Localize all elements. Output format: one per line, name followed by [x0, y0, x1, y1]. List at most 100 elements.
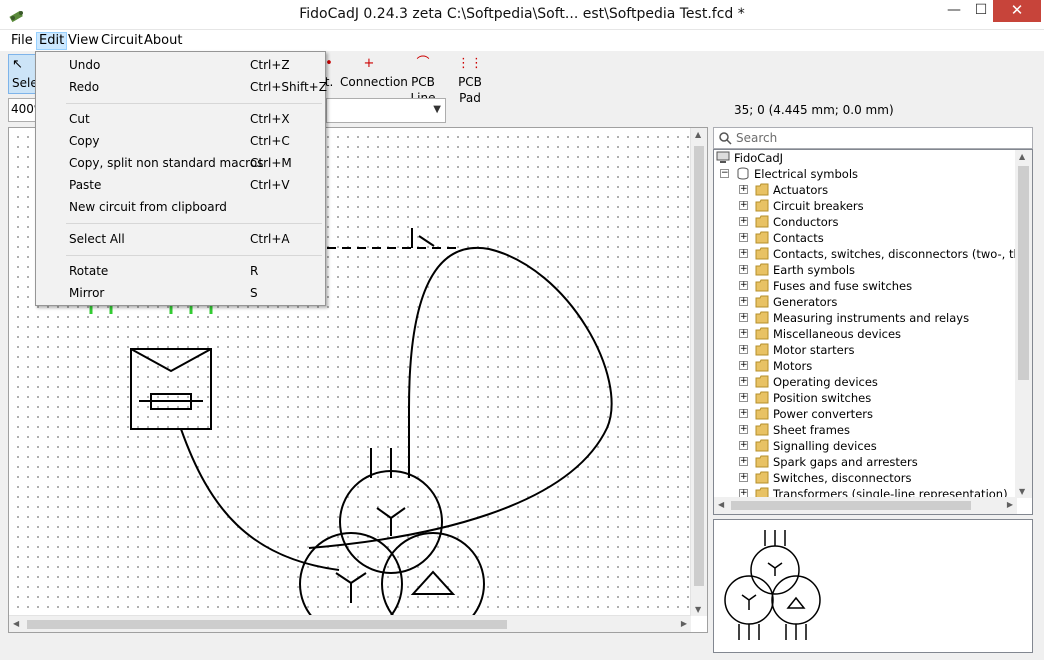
menu-edit[interactable]: Edit — [36, 32, 68, 50]
switch-symbol — [411, 228, 435, 248]
expand-icon[interactable]: + — [739, 280, 748, 290]
expand-icon[interactable]: + — [739, 248, 748, 258]
expand-icon[interactable]: + — [739, 472, 748, 482]
menu-item-rotate[interactable]: Rotate R — [37, 260, 324, 282]
menu-item-new-from-clipboard[interactable]: New circuit from clipboard — [37, 196, 324, 218]
collapse-icon[interactable]: − — [720, 168, 729, 178]
expand-icon[interactable]: + — [739, 312, 748, 322]
scroll-down-icon[interactable]: ▼ — [695, 605, 702, 614]
expand-icon[interactable]: + — [739, 456, 748, 466]
canvas-vertical-scrollbar[interactable]: ▲ ▼ — [690, 128, 707, 616]
expand-icon[interactable]: + — [739, 184, 748, 194]
menu-view[interactable]: View — [68, 33, 99, 48]
tree-category-label: Spark gaps and arresters — [773, 455, 918, 469]
folder-icon — [755, 407, 769, 420]
tree-category-label: Contacts — [773, 231, 824, 245]
scroll-thumb[interactable] — [1018, 166, 1029, 380]
expand-icon[interactable]: + — [739, 376, 748, 386]
scroll-down-icon[interactable]: ▼ — [1019, 487, 1026, 496]
expand-icon[interactable]: + — [739, 440, 748, 450]
expand-icon[interactable]: + — [739, 408, 748, 418]
tree-category-label: Switches, disconnectors — [773, 471, 912, 485]
menu-item-select-all[interactable]: Select All Ctrl+A — [37, 228, 324, 250]
layer-select[interactable]: ▼ — [326, 98, 446, 123]
tree-category-label: Earth symbols — [773, 263, 856, 277]
expand-icon[interactable]: + — [739, 344, 748, 354]
expand-icon[interactable]: + — [739, 296, 748, 306]
scroll-thumb[interactable] — [731, 501, 971, 510]
tree-category-label: Measuring instruments and relays — [773, 311, 970, 325]
expand-icon[interactable]: + — [739, 392, 748, 402]
menu-separator — [66, 103, 322, 104]
scroll-up-icon[interactable]: ▲ — [695, 130, 702, 139]
menu-circuit[interactable]: Circuit — [101, 33, 143, 48]
window-title: FidoCadJ 0.24.3 zeta C:\Softpedia\Soft..… — [299, 6, 745, 22]
expand-icon[interactable]: + — [739, 232, 748, 242]
menu-item-label: Undo — [69, 58, 101, 72]
connection-tool-label: Connection — [340, 75, 408, 89]
library-search[interactable]: Search — [713, 127, 1033, 149]
menu-item-shortcut: Ctrl+X — [250, 112, 290, 126]
menu-item-paste[interactable]: Paste Ctrl+V — [37, 174, 324, 196]
tree-category-label: Signalling devices — [773, 439, 877, 453]
expand-icon[interactable]: + — [739, 200, 748, 210]
folder-icon — [755, 375, 769, 388]
menu-item-shortcut: Ctrl+Shift+Z — [250, 80, 327, 94]
menu-item-shortcut: R — [250, 264, 259, 278]
scroll-left-icon[interactable]: ◀ — [718, 500, 725, 509]
menu-item-label: Copy, split non standard macros — [69, 156, 264, 170]
connection-icon: + — [363, 56, 375, 71]
folder-icon — [755, 423, 769, 436]
menu-item-undo[interactable]: Undo Ctrl+Z — [37, 54, 324, 76]
text-tool-button[interactable]: • t. — [320, 54, 338, 94]
search-input[interactable]: Search — [736, 131, 778, 145]
close-button[interactable]: ✕ — [993, 0, 1041, 22]
select-tool-button[interactable]: ↖ Selec — [8, 54, 38, 94]
tree-category-label: Sheet frames — [773, 423, 850, 437]
menu-item-redo[interactable]: Redo Ctrl+Shift+Z — [37, 76, 327, 98]
tree-category-label: Conductors — [773, 215, 839, 229]
pcb-line-tool-button[interactable]: ⌒ PCB Line — [400, 54, 446, 105]
canvas-horizontal-scrollbar[interactable]: ◀ ▶ — [9, 615, 691, 632]
wire-from-fuse — [180, 428, 340, 571]
menu-item-label: New circuit from clipboard — [69, 200, 227, 214]
select-tool-label: Selec — [12, 76, 37, 90]
expand-icon[interactable]: + — [739, 424, 748, 434]
fidocadj-app-icon — [9, 10, 23, 23]
menu-item-copy[interactable]: Copy Ctrl+C — [37, 130, 324, 152]
chevron-down-icon: ▼ — [433, 104, 441, 115]
expand-icon[interactable]: + — [739, 328, 748, 338]
scroll-right-icon[interactable]: ▶ — [1006, 500, 1013, 509]
menu-separator — [66, 255, 322, 256]
menu-about[interactable]: About — [144, 33, 183, 48]
maximize-button[interactable]: ☐ — [974, 2, 988, 18]
zoom-field[interactable]: 400% — [8, 98, 38, 122]
menu-item-mirror[interactable]: Mirror S — [37, 282, 324, 304]
pcb-pad-tool-button[interactable]: ⋮⋮ PCB Pad — [448, 54, 492, 105]
folder-icon — [755, 231, 769, 244]
pcb-pad-icon: ⋮⋮ — [457, 56, 483, 71]
expand-icon[interactable]: + — [739, 216, 748, 226]
menu-item-shortcut: Ctrl+V — [250, 178, 290, 192]
scroll-left-icon[interactable]: ◀ — [13, 619, 20, 628]
database-icon — [737, 167, 749, 180]
folder-icon — [755, 391, 769, 404]
menu-file[interactable]: File — [11, 33, 33, 48]
expand-icon[interactable]: + — [739, 264, 748, 274]
pcb-line-icon: ⌒ — [416, 56, 430, 71]
connection-tool-button[interactable]: + Connection — [340, 54, 408, 94]
tree-horizontal-scrollbar[interactable]: ◀ ▶ — [714, 497, 1017, 514]
folder-icon — [755, 199, 769, 212]
menu-item-copy-split[interactable]: Copy, split non standard macros Ctrl+M — [37, 152, 324, 174]
tool-icon: • — [325, 56, 333, 71]
tree-vertical-scrollbar[interactable]: ▲ ▼ — [1015, 150, 1032, 498]
menu-item-label: Copy — [69, 134, 100, 148]
scroll-thumb[interactable] — [27, 620, 507, 629]
minimize-button[interactable]: — — [947, 2, 961, 18]
expand-icon[interactable]: + — [739, 360, 748, 370]
scroll-thumb[interactable] — [694, 146, 704, 586]
scroll-up-icon[interactable]: ▲ — [1019, 152, 1026, 161]
scroll-right-icon[interactable]: ▶ — [680, 619, 687, 628]
folder-icon — [755, 279, 769, 292]
menu-item-cut[interactable]: Cut Ctrl+X — [37, 108, 324, 130]
